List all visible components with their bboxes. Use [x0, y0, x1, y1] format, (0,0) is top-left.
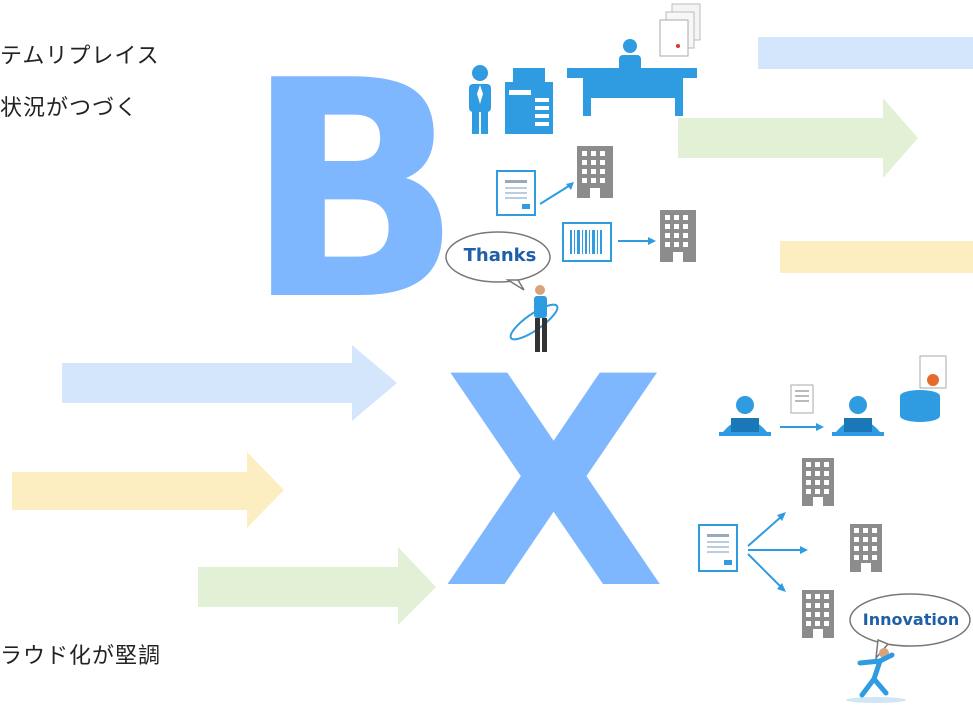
surfer-person-icon: [509, 285, 559, 352]
documents-stack-icon: [659, 3, 701, 57]
text-cloud-steady: ラウド化が堅調: [0, 644, 162, 669]
arrow-yellow-left: [12, 452, 284, 528]
arrows-fan-icon: [747, 512, 808, 592]
jumping-person-icon: [846, 648, 906, 703]
building-icon-2: [660, 210, 696, 262]
database-icon: [900, 355, 947, 422]
text-system-replace: テムリプレイス: [0, 44, 160, 69]
document-icon: [496, 170, 536, 216]
building-icon-5: [802, 590, 834, 638]
barcode-document-icon: [562, 222, 612, 262]
copier-icon: [505, 68, 553, 134]
band-yellow-right: [780, 241, 973, 273]
arrow-green-left: [198, 547, 436, 625]
thanks-bubble-text: Thanks: [463, 245, 537, 266]
worker-laptop-icon: [719, 396, 771, 436]
arrow-green-top: [678, 98, 918, 178]
building-icon-3: [802, 458, 834, 506]
letter-x: X: [442, 316, 666, 653]
text-situation-continues: 状況がつづく: [0, 96, 139, 121]
building-icon: [577, 146, 613, 198]
innovation-speech-bubble: [849, 593, 971, 661]
person-icon: [469, 65, 491, 134]
thanks-speech-bubble: [445, 231, 551, 291]
arrow-small-icon-2: [618, 237, 656, 245]
arrow-worker-icon: [780, 423, 824, 431]
document-small-icon: [790, 384, 814, 414]
arrow-small-icon: [539, 182, 574, 205]
building-icon-4: [850, 524, 882, 572]
arrow-blue-left: [62, 345, 397, 421]
letter-b: B: [245, 17, 463, 366]
desk-worker-icon: [567, 39, 697, 116]
worker-laptop-icon-2: [832, 396, 884, 436]
band-blue-top-right: [758, 37, 973, 69]
innovation-bubble-text: Innovation: [862, 610, 960, 629]
document-icon-lower: [698, 524, 738, 572]
